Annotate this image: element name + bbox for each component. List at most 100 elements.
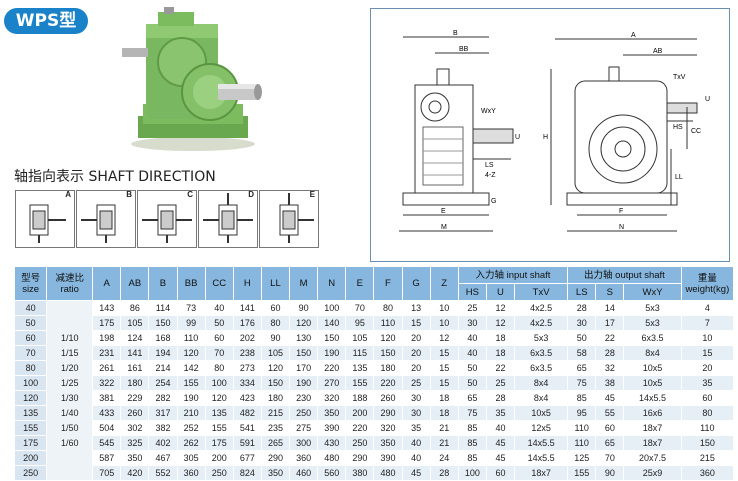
table-cell: 290: [345, 450, 375, 466]
size-cell: 155: [13, 420, 48, 436]
table-cell: 6x3.5: [514, 345, 569, 361]
table-cell: 90: [260, 330, 291, 346]
table-cell: 210: [176, 405, 206, 421]
dim-n-label: N: [619, 224, 624, 231]
table-cell: 180: [260, 390, 291, 406]
table-cell: 65: [595, 435, 625, 451]
table-cell: 188: [345, 390, 375, 406]
table-cell: 130: [289, 330, 319, 346]
table-cell: 75: [457, 405, 487, 421]
table-cell: 252: [176, 420, 206, 436]
model-badge: WPS型: [4, 8, 88, 34]
table-cell: 587: [92, 450, 122, 466]
dim-u2-label: U: [705, 96, 710, 103]
table-cell: 50: [204, 315, 234, 331]
table-cell: 120: [289, 315, 319, 331]
dim-bb-label: BB: [459, 46, 469, 53]
ratio-value: 1/10: [60, 332, 79, 343]
table-cell: 14x5.5: [623, 390, 682, 406]
table-cell: 135: [345, 360, 375, 376]
table-cell: 282: [148, 390, 178, 406]
table-cell: 350: [260, 465, 291, 481]
table-cell: 190: [317, 345, 347, 361]
table-cell: 38: [595, 375, 625, 391]
table-cell: 200: [345, 405, 375, 421]
table-cell: 35: [485, 405, 516, 421]
table-cell: 80: [373, 300, 403, 316]
direction-box-a: A: [15, 190, 75, 248]
table-cell: 433: [92, 405, 122, 421]
table-cell: 16x6: [623, 405, 682, 421]
table-cell: 90: [289, 300, 319, 316]
table-cell: 73: [176, 300, 206, 316]
table-cell: 105: [120, 315, 150, 331]
table-cell: 402: [148, 435, 178, 451]
ratio-value: 1/50: [60, 422, 79, 433]
table-cell: 40: [204, 300, 234, 316]
table-cell: 65: [457, 390, 487, 406]
table-cell: 45: [595, 390, 625, 406]
table-cell: 6x3.5: [623, 330, 682, 346]
table-cell: 320: [373, 420, 403, 436]
table-cell: 20: [401, 330, 431, 346]
table-cell: 150: [289, 345, 319, 361]
header-b: B: [148, 266, 178, 301]
header-ll: LL: [260, 266, 291, 301]
table-cell: 150: [260, 375, 291, 391]
table-cell: 15: [429, 360, 459, 376]
table-cell: 80: [204, 360, 234, 376]
table-cell: 161: [120, 360, 150, 376]
dim-f-label: F: [619, 208, 623, 215]
shaft-direction-title: 轴指向表示 SHAFT DIRECTION: [14, 169, 216, 185]
ratio-value: 1/40: [60, 407, 79, 418]
table-cell: 17: [595, 315, 625, 331]
shaft-a-icon: [29, 204, 66, 243]
dimension-drawing: B BB WxY U LS 4-Z G E M A AB TxV U H HS …: [370, 8, 730, 262]
table-cell: 45: [401, 465, 431, 481]
table-cell: 334: [232, 375, 262, 391]
table-cell: 190: [176, 390, 206, 406]
table-cell: 85: [457, 420, 487, 436]
direction-box-b: B: [76, 190, 136, 248]
table-cell: 86: [120, 300, 150, 316]
table-cell: 20: [401, 345, 431, 361]
table-cell: 110: [680, 420, 735, 436]
table-cell: 168: [148, 330, 178, 346]
table-cell: 220: [317, 360, 347, 376]
table-cell: 317: [148, 405, 178, 421]
table-cell: 250: [204, 465, 234, 481]
header-s: S: [595, 283, 625, 301]
table-cell: 18x7: [623, 435, 682, 451]
table-cell: 220: [373, 375, 403, 391]
size-cell: 80: [13, 360, 48, 376]
table-cell: 35: [680, 375, 735, 391]
table-cell: 25: [401, 375, 431, 391]
table-cell: 260: [120, 405, 150, 421]
header-hs: HS: [457, 283, 487, 301]
header-g: G: [401, 266, 431, 301]
header-ratio: 减速比 ratio: [46, 266, 94, 301]
table-cell: 382: [148, 420, 178, 436]
dim-u-label: U: [515, 134, 520, 141]
table-cell: 80: [260, 315, 291, 331]
table-cell: 705: [92, 465, 122, 481]
table-cell: 430: [317, 435, 347, 451]
dim-ab-label: AB: [653, 48, 663, 55]
table-cell: 124: [120, 330, 150, 346]
table-cell: 141: [120, 345, 150, 361]
size-cell: 120: [13, 390, 48, 406]
size-cell: 70: [13, 345, 48, 361]
table-cell: 230: [289, 390, 319, 406]
table-cell: 5x3: [623, 315, 682, 331]
table-cell: 180: [120, 375, 150, 391]
table-cell: 250: [289, 405, 319, 421]
ratio-value: 1/30: [60, 392, 79, 403]
table-cell: 28: [485, 390, 516, 406]
table-cell: 28: [567, 300, 597, 316]
